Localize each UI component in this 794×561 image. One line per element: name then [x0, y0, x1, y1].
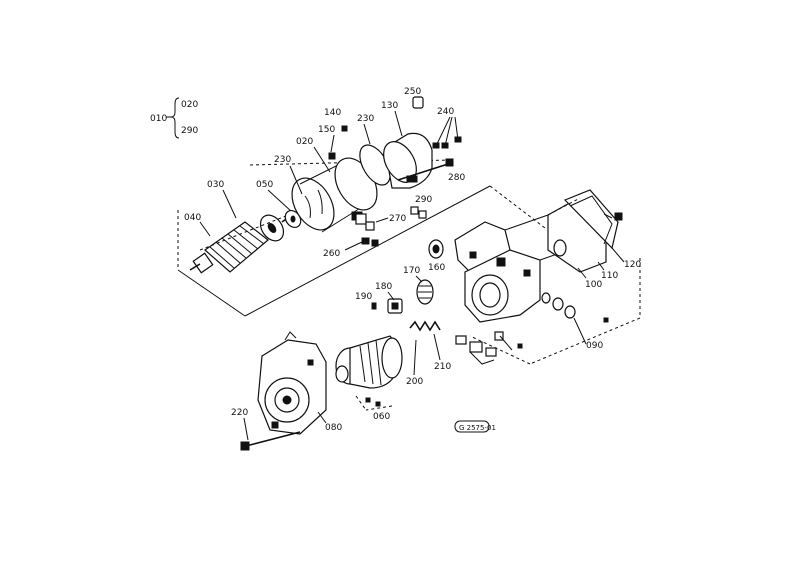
part-label-160: 160 — [428, 263, 445, 273]
part-label-020-group: 020 — [181, 100, 198, 110]
nuts-washers-090 — [541, 292, 609, 323]
armature — [189, 211, 297, 274]
part-label-260: 260 — [323, 249, 340, 259]
magnetic-switch — [547, 189, 623, 273]
gear-housing — [454, 214, 584, 323]
stud-bolts — [328, 125, 348, 160]
part-label-230-left: 230 — [274, 155, 291, 165]
part-label-050: 050 — [256, 180, 273, 190]
bolt-220 — [240, 431, 301, 451]
part-label-270: 270 — [389, 214, 406, 224]
pinion-assembly — [335, 335, 403, 411]
screws-240 — [432, 116, 462, 149]
drawing-code-badge: G 2575-01 — [454, 420, 496, 433]
part-label-150: 150 — [318, 125, 335, 135]
part-label-290-group: 290 — [181, 126, 198, 136]
part-label-240: 240 — [437, 107, 454, 117]
part-label-230-top: 230 — [357, 114, 374, 124]
part-label-110: 110 — [601, 271, 618, 281]
part-label-030: 030 — [207, 180, 224, 190]
idler-gear-160 — [428, 239, 444, 259]
part-label-130: 130 — [381, 101, 398, 111]
part-label-190: 190 — [355, 292, 372, 302]
clutch-gear-180 — [387, 298, 403, 314]
part-label-210: 210 — [434, 362, 451, 372]
part-label-200: 200 — [406, 377, 423, 387]
part-label-280: 280 — [448, 173, 465, 183]
cap-250 — [412, 96, 424, 109]
commutator-end-frame — [383, 132, 433, 189]
switch-group-outline — [469, 197, 641, 365]
part-label-010: 010 — [150, 114, 167, 124]
gear-170 — [416, 279, 434, 305]
part-label-120: 120 — [624, 260, 641, 270]
through-bolt-280 — [397, 158, 454, 181]
part-label-250: 250 — [404, 87, 421, 97]
part-label-090: 090 — [586, 341, 603, 351]
part-label-170: 170 — [403, 266, 420, 276]
part-label-040: 040 — [184, 213, 201, 223]
brush-holder — [344, 206, 427, 251]
part-label-180: 180 — [375, 282, 392, 292]
pin-190 — [371, 302, 377, 310]
part-label-220: 220 — [231, 408, 248, 418]
brush-plates — [455, 331, 523, 365]
part-label-080: 080 — [325, 423, 342, 433]
part-label-020: 020 — [296, 137, 313, 147]
part-label-100: 100 — [585, 280, 602, 290]
spring-200 — [409, 320, 441, 332]
upper-assembly-outline — [177, 159, 546, 317]
assembly-bracket — [166, 97, 180, 139]
part-label-290: 290 — [415, 195, 432, 205]
part-label-060: 060 — [373, 412, 390, 422]
drive-end-housing — [257, 331, 327, 435]
part-label-140: 140 — [324, 108, 341, 118]
drawing-code: G 2575-01 — [459, 424, 496, 432]
